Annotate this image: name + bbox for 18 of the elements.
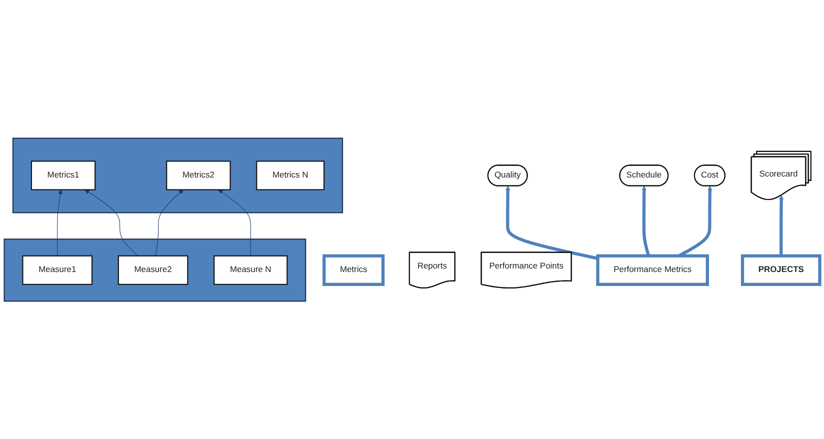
arrow <box>642 186 650 256</box>
node-box: Performance Metrics <box>596 254 709 286</box>
node-box: Metrics <box>322 254 385 286</box>
arrow <box>506 186 598 260</box>
arrow <box>779 194 784 256</box>
node-box: Measure2 <box>118 255 188 285</box>
cluster <box>4 238 306 302</box>
cluster <box>12 138 344 214</box>
node-box: Metrics1 <box>30 160 96 190</box>
arrow <box>155 189 184 256</box>
node-box: Metrics N <box>256 160 325 190</box>
arrow <box>57 189 63 256</box>
arrow <box>84 189 138 256</box>
node-box: Measure1 <box>22 255 93 285</box>
node-box: Metrics2 <box>166 160 231 190</box>
node-box: PROJECTS <box>740 254 822 286</box>
arrow <box>218 189 251 256</box>
node-box: Measure N <box>214 255 288 285</box>
